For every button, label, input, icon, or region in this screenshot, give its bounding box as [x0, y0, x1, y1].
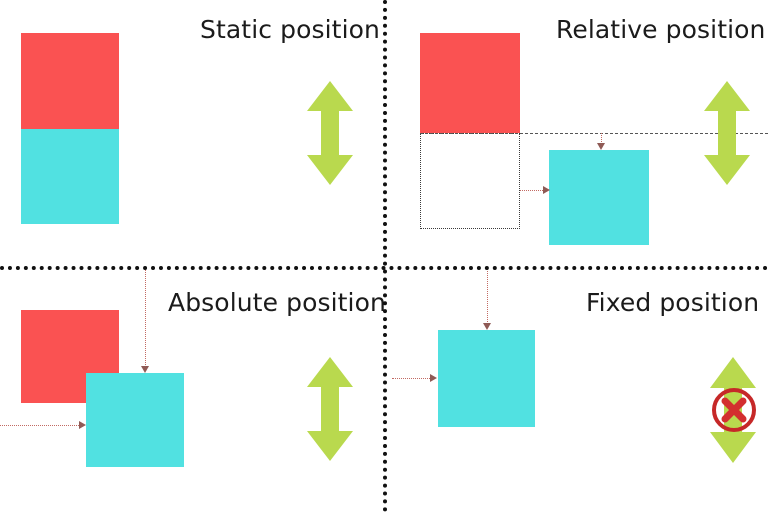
- relative-red-block: [420, 33, 520, 133]
- double-arrow-vertical-icon-absolute: [307, 357, 353, 461]
- horizontal-divider: [0, 266, 768, 270]
- absolute-horizontal-arrowhead-icon: [79, 421, 86, 429]
- static-red-block: [21, 33, 119, 129]
- fixed-vertical-arrowhead-icon: [483, 323, 491, 330]
- absolute-position-title: Absolute position: [168, 288, 386, 317]
- relative-horizontal-arrowhead-icon: [543, 186, 550, 194]
- absolute-vertical-connector: [145, 268, 146, 367]
- static-cyan-block: [21, 129, 119, 224]
- relative-position-title: Relative position: [556, 15, 766, 44]
- fixed-horizontal-arrowhead-icon: [430, 374, 437, 382]
- relative-ghost-outline: [420, 133, 520, 229]
- double-arrow-vertical-icon-relative: [704, 81, 750, 185]
- absolute-horizontal-connector: [0, 425, 81, 426]
- relative-vertical-arrowhead-icon: [597, 143, 605, 150]
- relative-vertical-connector: [601, 133, 602, 144]
- double-arrow-vertical-icon-static: [307, 81, 353, 185]
- relative-horizontal-connector: [520, 190, 545, 191]
- absolute-cyan-block: [86, 373, 184, 467]
- static-position-title: Static position: [200, 15, 380, 44]
- fixed-horizontal-connector: [392, 378, 432, 379]
- absolute-vertical-arrowhead-icon: [141, 366, 149, 373]
- relative-cyan-block: [549, 150, 649, 245]
- relative-baseline-dashed: [420, 133, 768, 134]
- x-circle-icon: [712, 388, 756, 432]
- fixed-position-title: Fixed position: [586, 288, 760, 317]
- fixed-cyan-block: [438, 330, 535, 427]
- vertical-divider: [383, 0, 387, 512]
- fixed-vertical-connector: [487, 268, 488, 324]
